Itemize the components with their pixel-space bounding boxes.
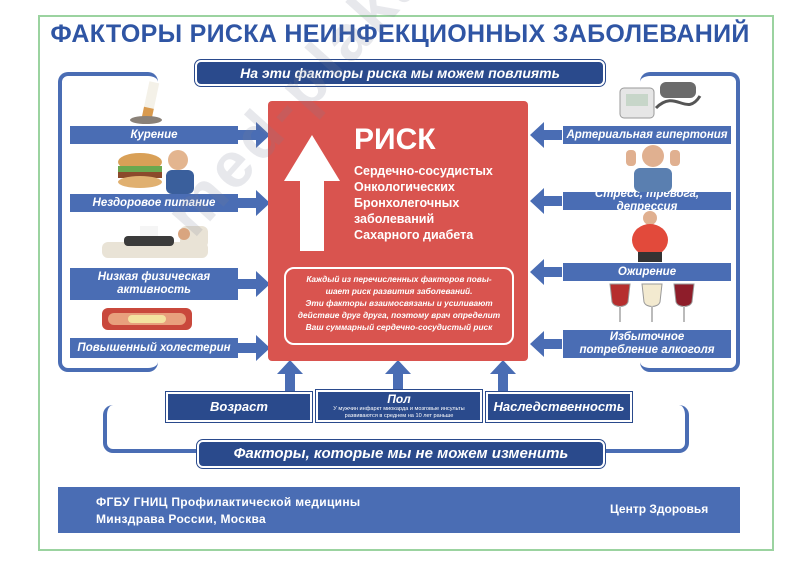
arrow-up-icon — [490, 360, 516, 392]
factor-hypertension: Артериальная гипертония — [563, 126, 731, 144]
factor-smoking: Курение — [70, 126, 238, 144]
arrow-left-icon — [530, 188, 562, 214]
risk-item: Онкологических — [354, 180, 455, 194]
arrow-right-icon — [238, 122, 270, 148]
risk-note-line: действие друг друга, поэтому врач опреде… — [297, 310, 501, 320]
couch-person-icon — [102, 226, 208, 258]
factor-stress: Стресс, тревога, депрессия — [563, 188, 731, 213]
heredity-box: Наследственность — [486, 392, 632, 422]
left-connector — [58, 72, 158, 372]
footer-health-center: Центр Здоровья — [610, 502, 709, 516]
risk-title: РИСК — [354, 123, 436, 156]
arrow-up-icon — [277, 360, 303, 392]
risk-panel: РИСК Сердечно-сосудистых Онкологических … — [268, 101, 528, 361]
arrow-up-icon — [385, 360, 411, 390]
risk-item: Бронхолегочных — [354, 196, 460, 210]
factor-cholesterol: Повышенный холестерин — [70, 338, 238, 358]
arrow-right-icon — [238, 271, 270, 297]
age-box: Возраст — [166, 392, 312, 422]
arrow-left-icon — [530, 331, 562, 357]
arrow-left-icon — [530, 259, 562, 285]
factor-unhealthy-diet: Нездоровое питание — [70, 194, 238, 212]
risk-note-line: Ваш суммарный сердечно-сосудистый риск — [305, 322, 493, 332]
factor-alcohol: Избыточное потребление алкоголя — [563, 330, 731, 358]
poster-title: ФАКТОРЫ РИСКА НЕИНФЕКЦИОННЫХ ЗАБОЛЕВАНИЙ — [50, 20, 750, 48]
burger-eater-icon — [118, 150, 194, 194]
footer-org-line: Минздрава России, Москва — [96, 512, 267, 526]
right-connector — [640, 72, 740, 372]
big-up-arrow-icon — [284, 135, 340, 251]
risk-note-line: шает риск развития заболеваний. — [325, 286, 473, 296]
footer-bar — [58, 487, 740, 533]
sex-box: Пол У мужчин инфаркт миокарда и мозговые… — [316, 390, 482, 422]
arrow-left-icon — [530, 122, 562, 148]
arrow-right-icon — [238, 190, 270, 216]
risk-item: заболеваний — [354, 212, 435, 226]
wine-glasses-icon — [609, 283, 695, 322]
sex-note: развиваются в среднем на 10 лет раньше — [344, 413, 454, 419]
risk-note-line: Каждый из перечисленных факторов повы- — [306, 274, 492, 284]
risk-note: Каждый из перечисленных факторов повы- ш… — [284, 267, 514, 345]
bottom-banner: Факторы, которые мы не можем изменить — [197, 440, 605, 468]
sex-label: Пол — [387, 392, 411, 406]
risk-item: Сахарного диабета — [354, 228, 474, 242]
obese-man-icon — [632, 211, 668, 262]
poster-border — [38, 15, 774, 551]
risk-note-line: Эти факторы взаимосвязаны и усиливают — [305, 298, 493, 308]
top-banner: На эти факторы риска мы можем повлиять — [195, 60, 605, 86]
footer-organization: ФГБУ ГНИЦ Профилактической медицины Минз… — [96, 494, 360, 528]
risk-item: Сердечно-сосудистых — [354, 164, 493, 178]
tonometer-icon — [619, 82, 702, 119]
risk-list: Сердечно-сосудистых Онкологических Бронх… — [354, 163, 493, 243]
factor-low-activity: Низкая физическая активность — [70, 268, 238, 300]
arrow-right-icon — [238, 335, 270, 361]
cigarette-icon — [130, 81, 162, 124]
factor-obesity: Ожирение — [563, 263, 731, 281]
sex-note: У мужчин инфаркт миокарда и мозговые инс… — [333, 406, 465, 412]
artery-icon — [102, 308, 192, 330]
stressed-man-icon — [626, 145, 680, 192]
footer-org-line: ФГБУ ГНИЦ Профилактической медицины — [96, 495, 361, 509]
